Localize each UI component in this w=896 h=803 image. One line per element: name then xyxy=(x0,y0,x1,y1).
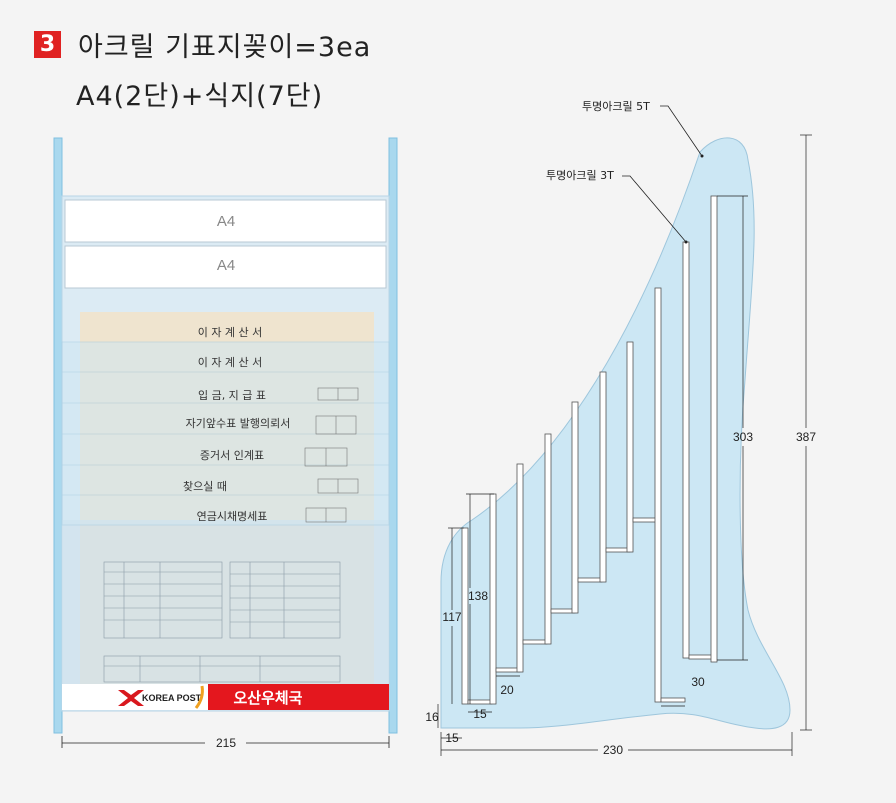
product-title: 아크릴 기표지꽂이=3ea xyxy=(78,32,372,63)
product-subtitle: A4(2단)+식지(7단) xyxy=(76,81,324,112)
dim-base-15: 15 xyxy=(445,731,459,745)
form-title-6: 찾으실 때 xyxy=(183,480,227,493)
a4-slot-1-label: A4 xyxy=(217,213,235,230)
form-title-7: 연금시채명세표 xyxy=(197,510,268,523)
korea-post-logo-icon xyxy=(118,690,144,706)
form-title-2: 이 자 계 산 서 xyxy=(198,356,263,369)
a4-slot-2-label: A4 xyxy=(217,257,235,274)
dim-shelf-117: 117 xyxy=(442,610,461,624)
step-number-badge: 3 xyxy=(34,31,61,58)
a4-slot-1 xyxy=(64,199,387,243)
dim-step-15: 15 xyxy=(473,707,487,721)
width-dimension: 215 xyxy=(216,736,236,750)
label-acrylic-5t: 투명아크릴 5T xyxy=(582,100,650,113)
label-acrylic-3t: 투명아크릴 3T xyxy=(546,169,614,182)
dim-total-width: 230 xyxy=(603,743,623,757)
left-post xyxy=(53,137,63,734)
front-view: A4 A4 이 자 계 산 서 이 자 계 산 서 입 금, 지 급 표 자기앞… xyxy=(53,137,398,750)
dim-step-30: 30 xyxy=(691,675,705,689)
form-pockets xyxy=(61,341,390,526)
office-name: 오산우체국 xyxy=(233,689,302,707)
dim-shelf-138: 138 xyxy=(468,589,488,603)
form-title-5: 증거서 인계표 xyxy=(200,449,264,462)
right-post xyxy=(388,137,398,734)
form-title-3: 입 금, 지 급 표 xyxy=(198,389,266,402)
dim-total-height: 387 xyxy=(796,430,816,444)
brand-text: KOREA POST xyxy=(142,693,202,703)
dim-base-16: 16 xyxy=(425,710,439,724)
dim-tall-slot: 303 xyxy=(733,430,753,444)
dim-step-20: 20 xyxy=(500,683,514,697)
form-title-4: 자기앞수표 발행의뢰서 xyxy=(186,417,291,430)
form-title-1: 이 자 계 산 서 xyxy=(198,326,263,339)
office-name-bar xyxy=(208,684,389,710)
pocket-profiles xyxy=(461,195,718,705)
a4-slot-2 xyxy=(64,245,387,289)
side-view: 투명아크릴 5T 투명아크릴 3T xyxy=(425,100,816,757)
